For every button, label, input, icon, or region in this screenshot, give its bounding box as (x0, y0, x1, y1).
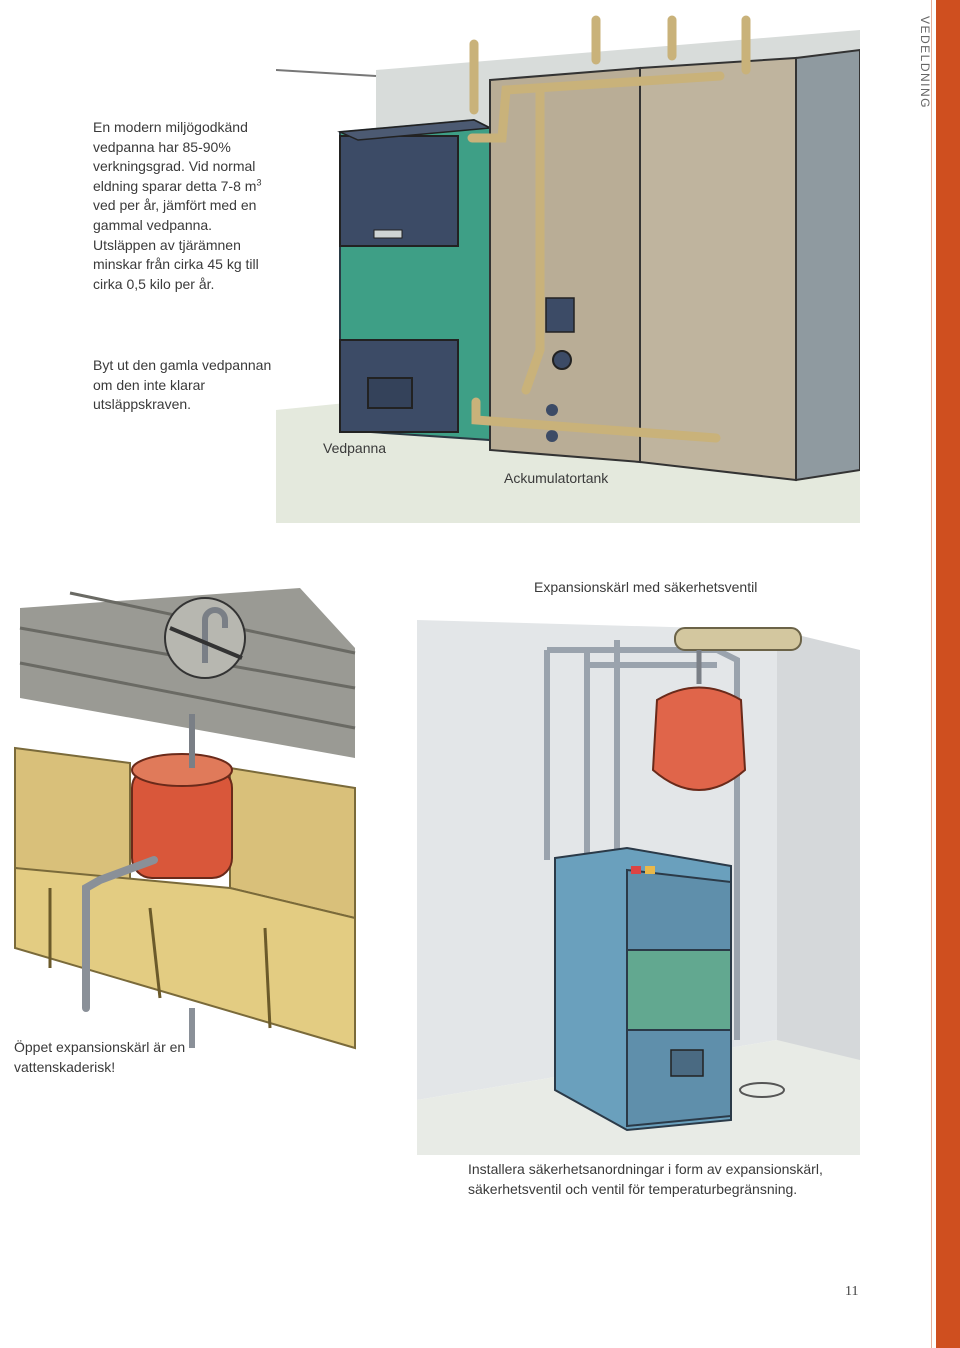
section-label: VEDELDNING (918, 16, 932, 110)
intro-paragraph: En modern miljögodkänd vedpanna har 85-9… (93, 118, 273, 294)
intro-superscript: 3 (256, 177, 262, 188)
page-number: 11 (845, 1284, 859, 1299)
vedpanna-boiler (337, 118, 493, 442)
pipes (467, 15, 751, 443)
caption-installera: Installera säkerhetsanordningar i form a… (468, 1161, 823, 1197)
caption-expansionskarl: Expansionskärl med säkerhetsventil (534, 579, 758, 595)
closed-expansion-vessel (651, 650, 747, 791)
advice-paragraph: Byt ut den gamla vedpannan om den inte k… (93, 357, 272, 413)
boiler-tank-illustration (276, 15, 860, 523)
attic-expansion-illustration (14, 588, 356, 1050)
caption-vedpanna: Vedpanna (323, 440, 387, 456)
caption-oppet-expansionskarl: Öppet expansionskärl är en vattenskaderi… (14, 1039, 186, 1075)
overflow-pipe-detail-inset (164, 597, 246, 679)
section-color-bar (936, 0, 960, 1348)
caption-ackumulatortank: Ackumulatortank (504, 470, 609, 486)
open-expansion-vessel (131, 714, 233, 879)
ackumulatortank (489, 48, 860, 482)
intro-text-part1: En modern miljögodkänd vedpanna har 85-9… (93, 119, 257, 194)
modern-boiler-illustration (417, 620, 860, 1155)
intro-text-part2: ved per år, jämfört med en gammal vedpan… (93, 197, 259, 292)
modern-boiler (554, 846, 732, 1132)
side-divider-line (931, 0, 932, 1348)
